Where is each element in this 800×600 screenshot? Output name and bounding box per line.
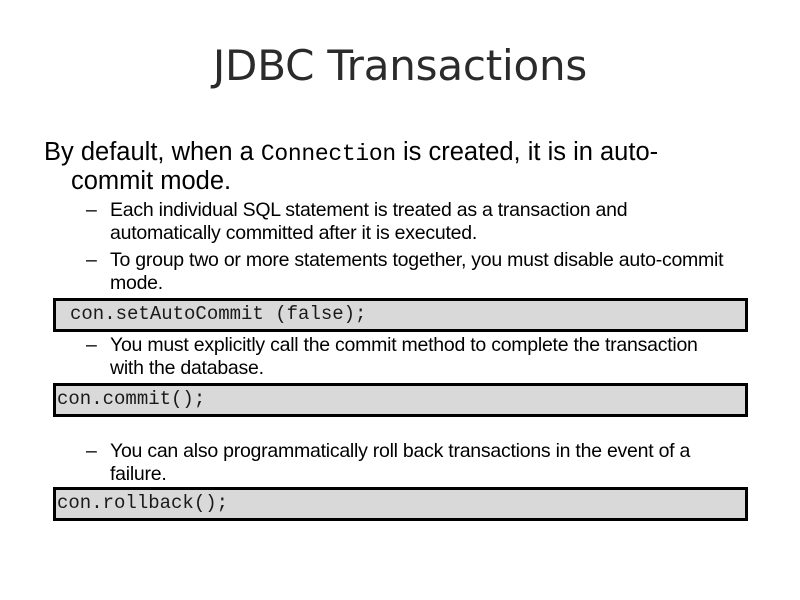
sub-bullet-paragraph: –You must explicitly call the commit met…: [44, 334, 724, 379]
sub-bullet-paragraph: –To group two or more statements togethe…: [44, 249, 724, 294]
sub-bullet-1: –To group two or more statements togethe…: [44, 249, 724, 296]
sub-bullet-paragraph: –Each individual SQL statement is treate…: [44, 199, 724, 244]
dash-bullet-icon: –: [86, 440, 97, 462]
sub-bullet-3: –You can also programmatically roll back…: [44, 440, 724, 487]
code-block-set-auto-commit: con.setAutoCommit (false);: [53, 298, 748, 332]
dash-bullet-icon: –: [86, 199, 97, 221]
sub-bullet-label: To group two or more statements together…: [110, 249, 724, 294]
main-bullet-paragraph: By default, when a Connection is created…: [44, 138, 734, 196]
sub-bullet-paragraph: –You can also programmatically roll back…: [44, 440, 724, 485]
main-bullet-text-before: By default, when a: [44, 138, 261, 166]
sub-bullet-2: –You must explicitly call the commit met…: [44, 334, 724, 381]
code-block-rollback: con.rollback();: [53, 487, 748, 521]
sub-bullet-label: You can also programmatically roll back …: [110, 440, 691, 485]
sub-bullet-label: You must explicitly call the commit meth…: [110, 334, 698, 379]
sub-bullet-label: Each individual SQL statement is treated…: [110, 199, 628, 244]
main-bullet-text-after: is created, it is in auto-commit mode.: [71, 138, 659, 196]
inline-code-connection: Connection: [260, 141, 396, 167]
dash-bullet-icon: –: [86, 249, 97, 271]
main-bullet: By default, when a Connection is created…: [44, 138, 734, 202]
dash-bullet-icon: –: [86, 334, 97, 356]
page-title: JDBC Transactions: [212, 41, 588, 90]
sub-bullet-0: –Each individual SQL statement is treate…: [44, 199, 724, 246]
code-block-commit: con.commit();: [53, 383, 748, 417]
